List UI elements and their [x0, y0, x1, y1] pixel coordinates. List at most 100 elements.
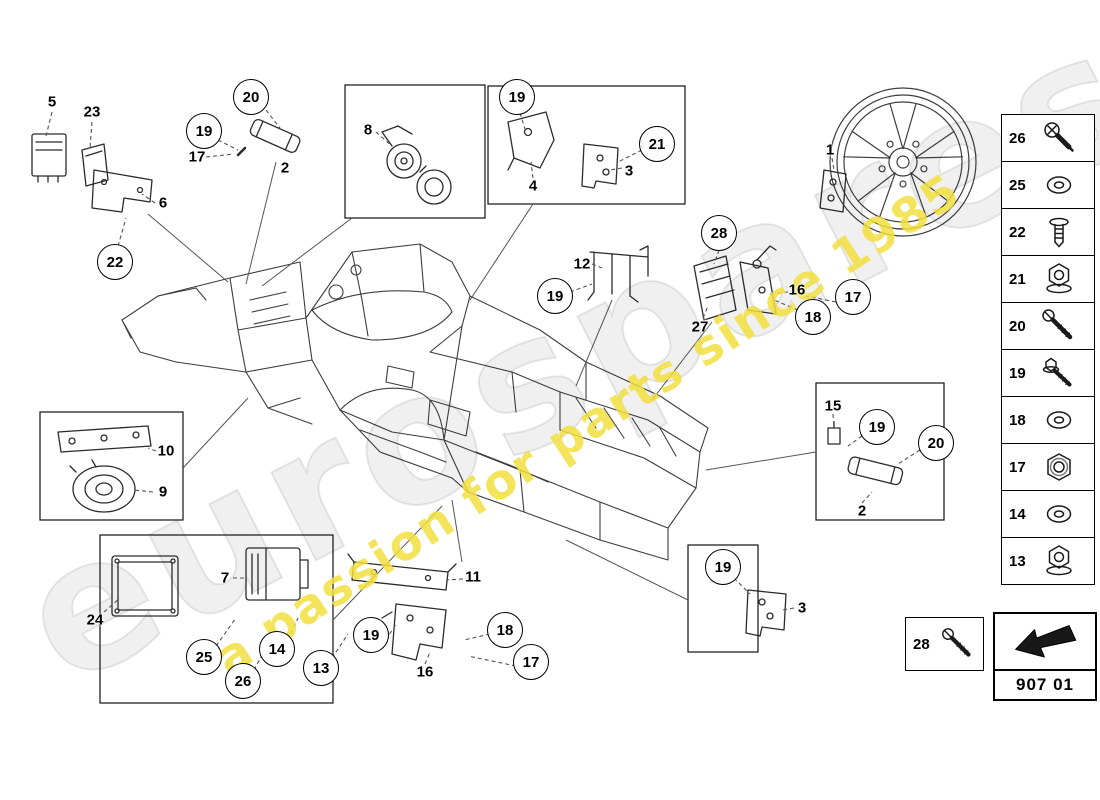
- legend-item-22[interactable]: 22: [1002, 209, 1094, 256]
- part-number-5[interactable]: 5: [47, 93, 57, 111]
- extra-ref-box-28[interactable]: 28: [905, 617, 984, 671]
- legend-item-14[interactable]: 14: [1002, 491, 1094, 538]
- legend-number: 18: [1009, 411, 1026, 429]
- callout-17[interactable]: 17: [835, 279, 871, 315]
- part-drawing-8: [381, 125, 452, 205]
- callout-13[interactable]: 13: [303, 650, 339, 686]
- assembly-boxes: [39, 84, 945, 704]
- part-drawing-3-bottom: [745, 589, 787, 637]
- long-screw-icon: [939, 625, 977, 663]
- long-screw-icon: [1039, 306, 1079, 346]
- legend-item-26[interactable]: 26: [1002, 115, 1094, 162]
- part-drawing-2-top: [236, 118, 301, 157]
- part-number-23[interactable]: 23: [83, 103, 101, 121]
- part-number-2[interactable]: 2: [857, 502, 867, 520]
- part-number-2[interactable]: 2: [280, 159, 290, 177]
- legend-number: 22: [1009, 223, 1026, 241]
- part-number-16[interactable]: 16: [416, 663, 434, 681]
- legend-number: 25: [1009, 176, 1026, 194]
- legend-number: 13: [1009, 552, 1026, 570]
- part-drawing-15: [827, 421, 841, 445]
- legend-item-18[interactable]: 18: [1002, 397, 1094, 444]
- diagram-code-box: 907 01: [993, 612, 1097, 701]
- legend-number: 20: [1009, 317, 1026, 335]
- legend-number: 14: [1009, 505, 1026, 523]
- part-drawing-12: [587, 245, 649, 303]
- part-number-3[interactable]: 3: [624, 162, 634, 180]
- washer-icon: [1039, 165, 1079, 205]
- part-number-15[interactable]: 15: [824, 397, 842, 415]
- pan-screw-icon: [1039, 118, 1079, 158]
- part-drawing-9: [69, 459, 136, 513]
- part-number-12[interactable]: 12: [573, 255, 591, 273]
- part-number-16[interactable]: 16: [788, 281, 806, 299]
- callout-19[interactable]: 19: [499, 79, 535, 115]
- leader-lines: [45, 109, 921, 671]
- part-number-4[interactable]: 4: [528, 177, 538, 195]
- chassis-drawing: [121, 243, 709, 561]
- part-drawing-3-top: [581, 143, 619, 189]
- callout-18[interactable]: 18: [487, 612, 523, 648]
- callout-19[interactable]: 19: [859, 409, 895, 445]
- part-drawing-10: [57, 425, 152, 453]
- part-drawing-4: [507, 111, 555, 171]
- hex-nut-icon: [1039, 447, 1079, 487]
- parts-layer: [31, 111, 904, 661]
- part-number-3[interactable]: 3: [797, 599, 807, 617]
- callout-14[interactable]: 14: [259, 631, 295, 667]
- legend-column: 26 25 22 21 20 19 18 17 14 13: [1001, 114, 1095, 585]
- part-number-6[interactable]: 6: [158, 194, 168, 212]
- legend-item-25[interactable]: 25: [1002, 162, 1094, 209]
- part-number-11[interactable]: 11: [465, 568, 481, 586]
- part-drawing-6: [91, 169, 153, 213]
- part-number-8[interactable]: 8: [363, 121, 373, 139]
- part-number-9[interactable]: 9: [158, 483, 168, 501]
- extra-ref-number: 28: [913, 635, 930, 653]
- direction-arrow-cell: [995, 614, 1095, 671]
- callout-19[interactable]: 19: [186, 113, 222, 149]
- part-number-24[interactable]: 24: [86, 611, 104, 629]
- part-drawing-1: [819, 169, 847, 213]
- legend-item-13[interactable]: 13: [1002, 538, 1094, 584]
- wheel-drawing: [829, 87, 977, 237]
- reference-lines: [147, 161, 817, 621]
- part-drawing-16-mid: [739, 245, 777, 315]
- legend-item-20[interactable]: 20: [1002, 303, 1094, 350]
- callout-25[interactable]: 25: [186, 639, 222, 675]
- callout-21[interactable]: 21: [639, 126, 675, 162]
- legend-number: 21: [1009, 270, 1026, 288]
- callout-28[interactable]: 28: [701, 215, 737, 251]
- part-drawing-27: [693, 255, 737, 321]
- legend-number: 26: [1009, 129, 1026, 147]
- callout-19[interactable]: 19: [353, 617, 389, 653]
- washer-icon: [1039, 494, 1079, 534]
- part-number-17[interactable]: 17: [188, 148, 206, 166]
- callout-17[interactable]: 17: [513, 644, 549, 680]
- callout-22[interactable]: 22: [97, 244, 133, 280]
- legend-item-19[interactable]: 19: [1002, 350, 1094, 397]
- legend-item-17[interactable]: 17: [1002, 444, 1094, 491]
- part-number-1[interactable]: 1: [825, 141, 835, 159]
- part-drawing-5: [31, 133, 67, 183]
- callout-26[interactable]: 26: [225, 663, 261, 699]
- part-drawing-16-bottom: [381, 603, 447, 661]
- part-drawing-23: [81, 143, 109, 187]
- part-number-27[interactable]: 27: [691, 318, 709, 336]
- flange-nut-icon: [1039, 259, 1079, 299]
- part-number-10[interactable]: 10: [157, 442, 175, 460]
- legend-number: 19: [1009, 364, 1026, 382]
- callout-19[interactable]: 19: [537, 278, 573, 314]
- callout-18[interactable]: 18: [795, 299, 831, 335]
- flange-nut-icon: [1039, 541, 1079, 581]
- part-number-7[interactable]: 7: [220, 569, 230, 587]
- callout-20[interactable]: 20: [233, 79, 269, 115]
- part-drawing-2-right: [847, 456, 904, 486]
- callout-20[interactable]: 20: [918, 425, 954, 461]
- part-drawing-7: [245, 547, 309, 601]
- callout-19[interactable]: 19: [705, 549, 741, 585]
- legend-item-21[interactable]: 21: [1002, 256, 1094, 303]
- washer-icon: [1039, 400, 1079, 440]
- diagram-code: 907 01: [1016, 675, 1074, 694]
